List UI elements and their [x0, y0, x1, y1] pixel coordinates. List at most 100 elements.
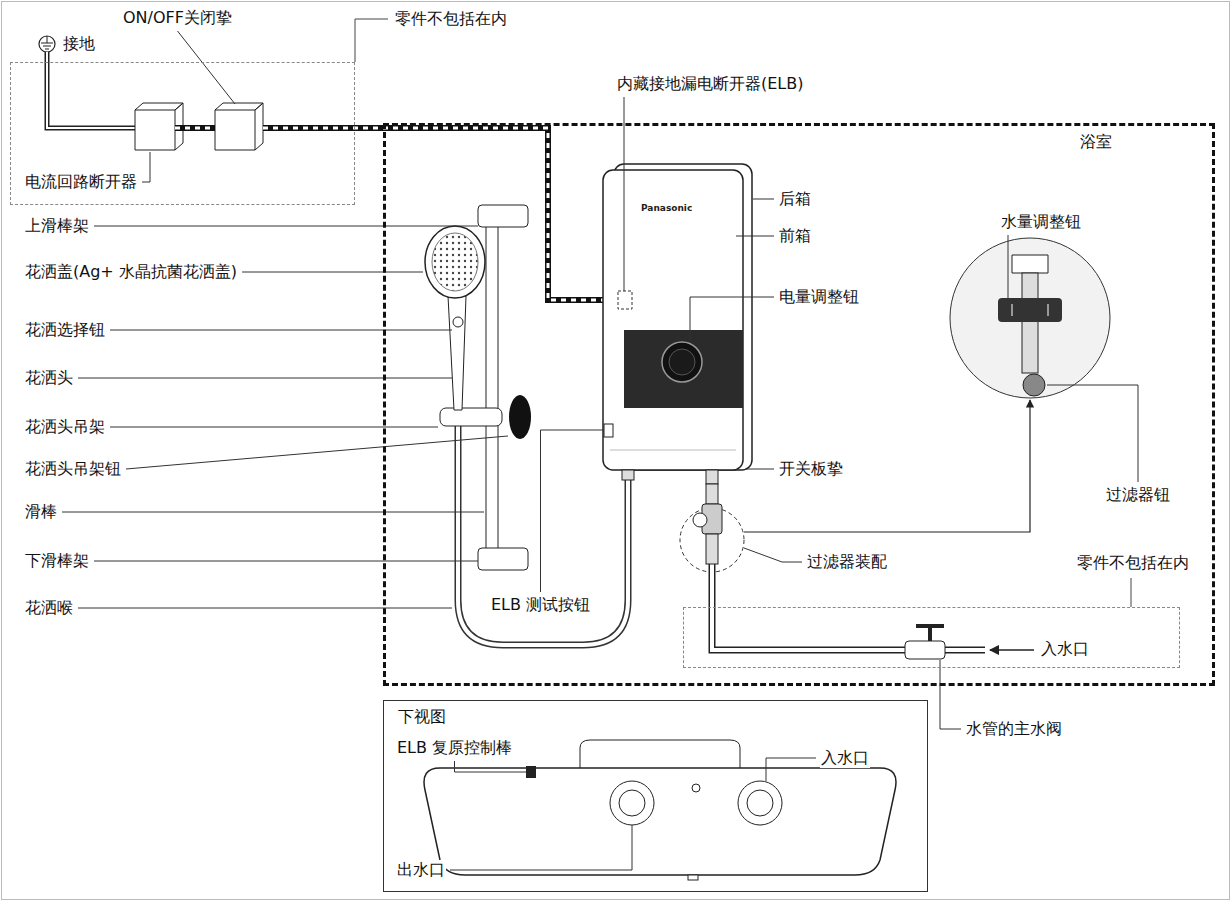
- part-label: 内藏接地漏电断开器(ELB): [616, 74, 804, 94]
- part-label: 过滤器钮: [1105, 485, 1171, 505]
- parts-region: 零件不包括在内: [683, 607, 1180, 668]
- elb-reset-rod: [526, 766, 536, 778]
- bottom-handle: [580, 740, 740, 768]
- shower-holder: [440, 408, 502, 426]
- part-label: 滑棒: [24, 502, 58, 522]
- detail-arrow: [744, 400, 1030, 532]
- bracket-line: [1131, 578, 1132, 607]
- leader-line: [766, 758, 816, 781]
- leader-line: [178, 31, 236, 104]
- leader-line: [94, 561, 478, 562]
- part-label: 水管的主水阀: [965, 719, 1063, 739]
- part-label: 后箱: [778, 189, 812, 209]
- lower-bracket: [478, 548, 528, 570]
- ground-symbol: [39, 36, 55, 52]
- part-label: 入水口: [1040, 639, 1090, 659]
- outlet-port: [610, 781, 654, 825]
- region-label: 浴室: [1078, 132, 1114, 152]
- leader-line: [450, 825, 632, 870]
- ground-wire: [47, 52, 135, 128]
- part-label: 花洒喉: [24, 598, 74, 618]
- shower-handle: [448, 296, 466, 410]
- leader-line: [126, 436, 508, 469]
- leader-line: [94, 226, 478, 227]
- power-knob: [662, 342, 702, 382]
- part-label: 出水口: [396, 860, 446, 880]
- bottom-tab: [688, 875, 698, 880]
- leader-line: [110, 427, 438, 428]
- part-label: 花洒头吊架钮: [24, 459, 122, 479]
- leader-line: [62, 512, 484, 513]
- power-knob-inner: [669, 349, 695, 375]
- inset-nut: [1012, 255, 1048, 273]
- part-label: 接地: [62, 34, 96, 54]
- inset-pipe: [1022, 273, 1038, 373]
- part-label: 入水口: [820, 748, 870, 768]
- region-label: 零件不包括在内: [1075, 553, 1191, 573]
- main-valve: [905, 641, 945, 659]
- part-label: ON/OFF关闭挚: [122, 8, 233, 28]
- leader-line: [745, 469, 774, 470]
- part-label: 花洒头: [24, 368, 74, 388]
- leader-line: [110, 330, 452, 331]
- part-label: ELB 复原控制棒: [396, 738, 513, 758]
- upper-bracket: [478, 205, 528, 227]
- leader-line: [78, 608, 452, 609]
- filter-knob: [693, 513, 707, 527]
- part-label: 花洒选择钮: [24, 320, 106, 340]
- power-cable: [175, 128, 624, 300]
- region-label: 零件不包括在内: [393, 9, 509, 29]
- part-label: 电流回路断开器: [24, 172, 138, 192]
- bracket-line: [355, 19, 388, 62]
- part-label: 花洒头吊架: [24, 417, 106, 437]
- internal-elb: [618, 291, 632, 309]
- leader-line: [541, 430, 605, 592]
- shower-head: [425, 226, 485, 298]
- leader-line: [242, 272, 423, 273]
- leader-line: [1047, 385, 1138, 482]
- bottom-outline: [424, 768, 896, 875]
- part-label: 下滑棒架: [24, 551, 90, 571]
- leader-line: [690, 297, 774, 341]
- part-label: 过滤器装配: [806, 552, 888, 572]
- valve-handle: [916, 626, 944, 641]
- part-label: 前箱: [778, 226, 812, 246]
- elb-test-button: [604, 424, 613, 437]
- flow-knob-marks: [1012, 304, 1048, 316]
- part-label: 开关板挚: [778, 459, 844, 479]
- filter-pipe: [706, 534, 718, 564]
- power-cable-stripe: [175, 128, 624, 300]
- control-panel: [624, 330, 743, 408]
- leader-line: [1008, 235, 1009, 298]
- shower-cover: [432, 233, 478, 291]
- screw: [692, 784, 700, 792]
- detail-inset: [950, 238, 1110, 398]
- bottom-view-panel: 下视图: [383, 700, 928, 892]
- leader-line: [940, 660, 961, 729]
- flow-knob: [998, 298, 1062, 322]
- part-label: 花洒盖(Ag+ 水晶抗菌花洒盖): [24, 262, 238, 282]
- filter-pipe: [706, 484, 718, 504]
- leader-line: [736, 236, 774, 237]
- slide-bar: [486, 225, 498, 550]
- inlet-stub: [706, 470, 718, 484]
- leader-line: [78, 378, 452, 379]
- part-label: 电量调整钮: [778, 287, 860, 307]
- outlet-port-inner: [619, 790, 645, 816]
- holder-knob: [509, 395, 531, 439]
- leader-line: [753, 199, 774, 200]
- switch-plate-line: [610, 450, 736, 451]
- part-label: 上滑棒架: [24, 216, 90, 236]
- leader-line: [455, 761, 527, 772]
- part-label: 水量调整钮: [1000, 212, 1082, 232]
- leader-line: [744, 548, 802, 562]
- inset-filter-knob: [1023, 374, 1045, 396]
- inlet-arrow: [990, 649, 1034, 651]
- inlet-port: [738, 781, 782, 825]
- outlet-stub: [622, 470, 634, 480]
- ground-symbol-lines: [41, 36, 53, 49]
